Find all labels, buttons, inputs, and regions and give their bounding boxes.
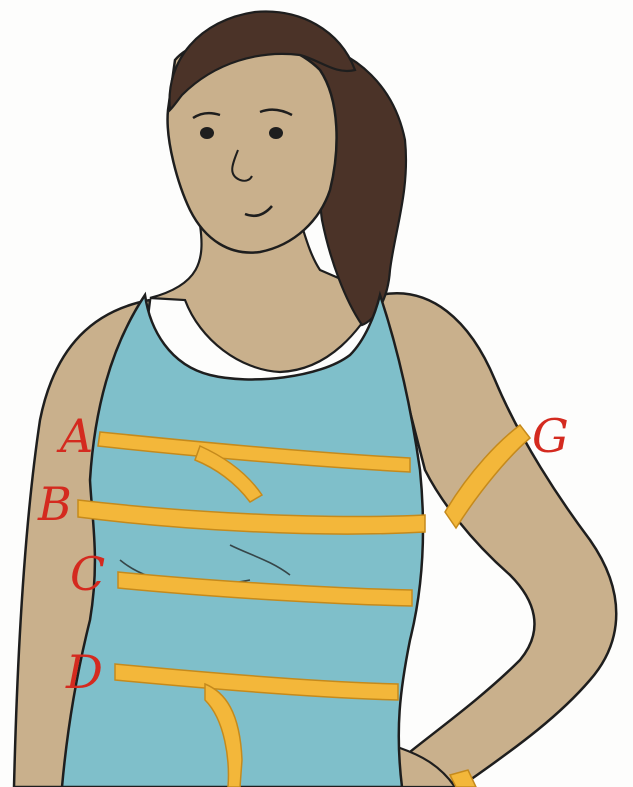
dress bbox=[62, 295, 423, 787]
label-c: C bbox=[70, 547, 105, 601]
label-b: B bbox=[37, 477, 72, 531]
label-d: D bbox=[65, 645, 103, 699]
label-a: A bbox=[56, 409, 93, 463]
label-g: G bbox=[532, 409, 569, 463]
